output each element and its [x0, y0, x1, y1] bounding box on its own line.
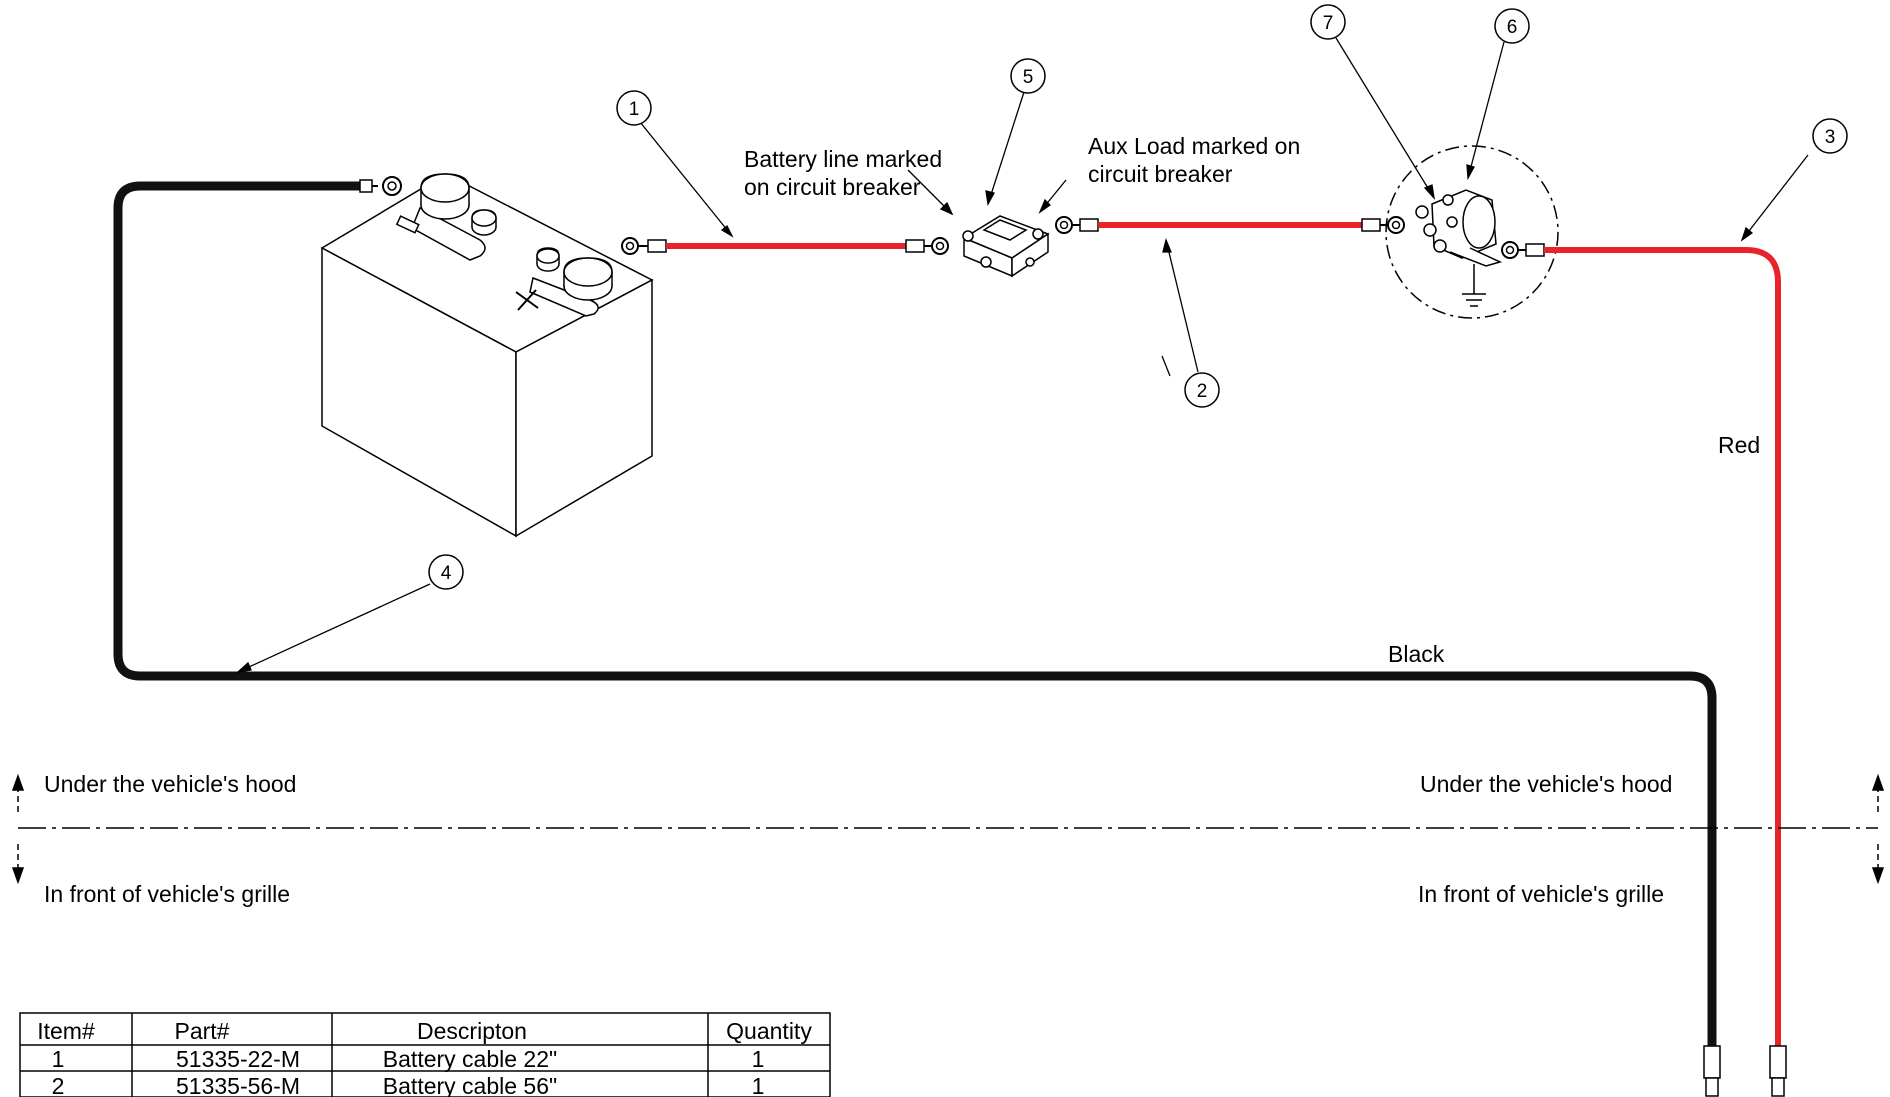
callout-6: 6 [1494, 8, 1530, 44]
table-cell: 51335-56-M [176, 1073, 300, 1097]
solenoid-detail [1385, 145, 1559, 319]
red-cable-3 [1501, 241, 1787, 1097]
positive-terminal [529, 247, 613, 317]
callout-number: 1 [629, 99, 640, 120]
table-header-part: Part# [175, 1018, 230, 1044]
red-label: Red [1718, 432, 1760, 458]
front-grille-label-left: In front of vehicle's grille [44, 881, 290, 907]
parts-table: Item# Part# Descripton Quantity 1 51335-… [19, 1012, 831, 1097]
black-cable [113, 176, 1721, 1097]
circuit-breaker [962, 215, 1050, 278]
table-header-item: Item# [37, 1018, 95, 1044]
callout-2: 2 [1184, 372, 1220, 408]
callout-4: 4 [428, 554, 464, 590]
aux-load-label-1: Aux Load marked on [1088, 133, 1300, 159]
red-cable-1 [621, 237, 949, 255]
table-cell: Battery cable 22" [383, 1046, 557, 1072]
table-header-quantity: Quantity [726, 1018, 812, 1044]
table-cell: 2 [52, 1073, 65, 1097]
under-hood-label-left: Under the vehicle's hood [44, 771, 296, 797]
battery-line-label-1: Battery line marked [744, 146, 942, 172]
solenoid [1415, 189, 1503, 307]
callout-5: 5 [1010, 58, 1046, 94]
negative-symbol [395, 215, 420, 234]
aux-load-label-2: circuit breaker [1088, 161, 1233, 187]
under-hood-label-right: Under the vehicle's hood [1420, 771, 1672, 797]
callout-number: 7 [1323, 13, 1334, 34]
negative-terminal [411, 173, 497, 261]
positive-symbol [515, 289, 539, 311]
table-header-description: Descripton [417, 1018, 527, 1044]
callout-number: 5 [1023, 67, 1034, 88]
hood-boundary-line [11, 773, 1885, 885]
leader-lines [235, 37, 1809, 673]
table-cell: 1 [52, 1046, 65, 1072]
battery [320, 173, 654, 538]
callout-number: 3 [1825, 127, 1836, 148]
battery-line-label-2: on circuit breaker [744, 174, 921, 200]
front-grille-label-right: In front of vehicle's grille [1418, 881, 1664, 907]
callout-1: 1 [616, 90, 652, 126]
table-cell: 51335-22-M [176, 1046, 300, 1072]
callout-number: 6 [1507, 17, 1518, 38]
black-label: Black [1388, 641, 1445, 667]
table-cell: 1 [752, 1073, 765, 1097]
callout-3: 3 [1812, 118, 1848, 154]
red-cable-2 [1055, 216, 1405, 234]
table-cell: 1 [752, 1046, 765, 1072]
callout-number: 4 [441, 563, 452, 584]
callout-number: 2 [1197, 381, 1208, 402]
table-cell: Battery cable 56" [383, 1073, 557, 1097]
callout-7: 7 [1310, 4, 1346, 40]
